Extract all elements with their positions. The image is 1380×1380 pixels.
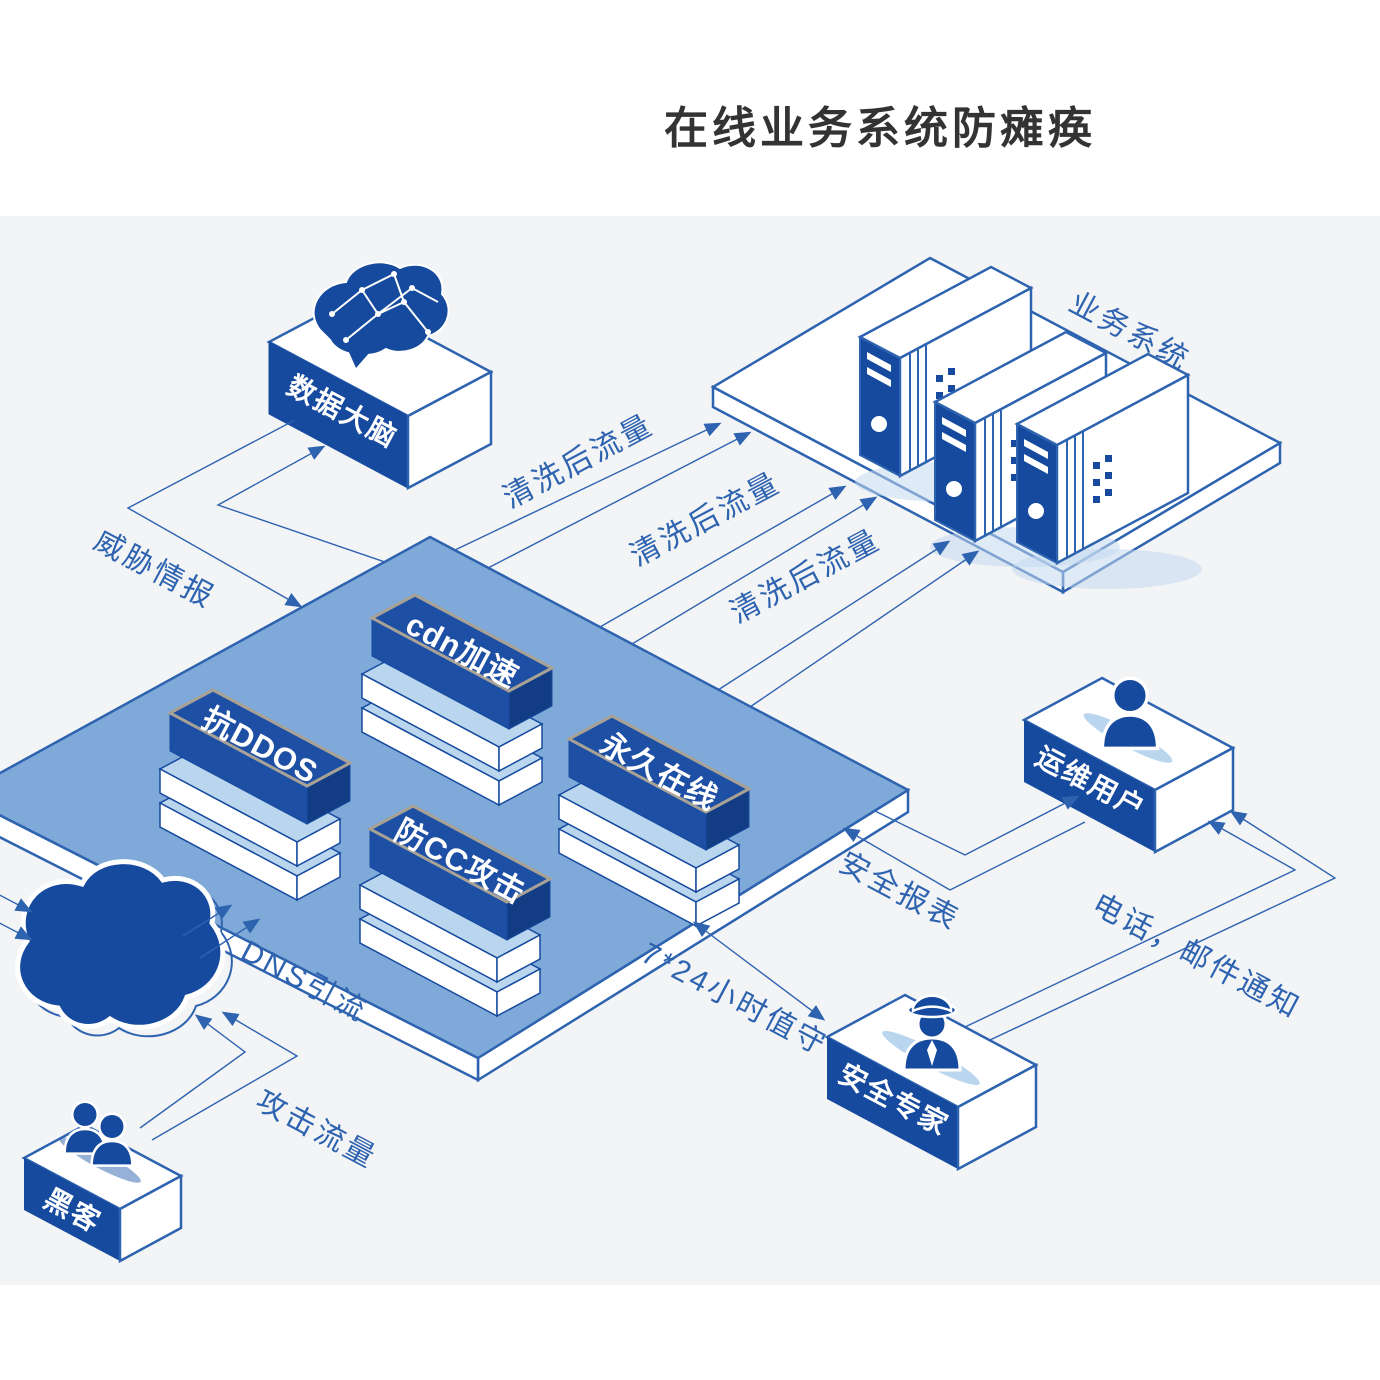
security-expert-node: 安全专家 <box>824 993 1039 1172</box>
service-block-online: 永久在线 <box>557 714 753 928</box>
arrow-internet-to-cloud <box>0 894 33 941</box>
page-title: 在线业务系统防瘫痪 <box>664 104 1096 153</box>
brain-icon <box>312 261 450 368</box>
arrow-cleaned-traffic-3 <box>717 540 980 708</box>
hacker-node: 黑客 <box>21 1100 184 1264</box>
arrow-cleaned-traffic-2 <box>599 485 878 645</box>
flow-arrows <box>0 419 1337 1141</box>
service-block-cdn: cdn加速 <box>360 593 556 807</box>
arrow-attack-traffic <box>139 1011 299 1141</box>
arrow-cleaned-traffic-1 <box>454 422 752 569</box>
service-block-cc: 防CC攻击 <box>358 804 554 1018</box>
ops-user-node: 运维用户 <box>1021 676 1236 855</box>
arrow-threat-intel <box>126 419 386 608</box>
arrow-notification <box>964 810 1337 1041</box>
arrow-security-report <box>842 795 1086 891</box>
arrow-dns-diversion <box>182 904 261 959</box>
expert-icon <box>902 994 962 1072</box>
arrow-duty <box>692 921 826 1021</box>
